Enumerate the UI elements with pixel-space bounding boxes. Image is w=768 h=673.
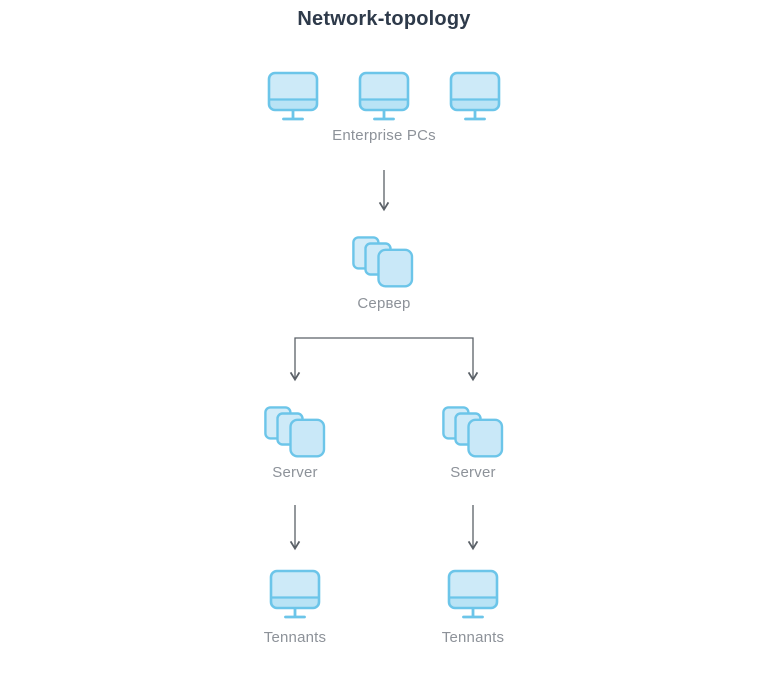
node-label-tennants-left: Tennants [263,629,327,646]
monitor-icon [266,70,320,124]
node-enterprise-pcs [266,70,502,124]
monitor-icon [446,568,500,622]
node-label-central-server: Сервер [357,295,411,312]
node-label-server-right: Server [450,464,496,481]
monitor-icon [268,568,322,622]
diagram-title: Network-topology [297,8,471,30]
edge-server-branch [289,337,479,382]
server-stack-icon [264,406,326,458]
node-label-server-left: Server [272,464,318,481]
server-stack-icon [352,236,414,288]
node-label-tennants-right: Tennants [441,629,505,646]
monitor-icon [448,70,502,124]
server-stack-icon [442,406,504,458]
monitor-icon [357,70,411,124]
node-label-enterprise-pcs: Enterprise PCs [332,127,436,144]
